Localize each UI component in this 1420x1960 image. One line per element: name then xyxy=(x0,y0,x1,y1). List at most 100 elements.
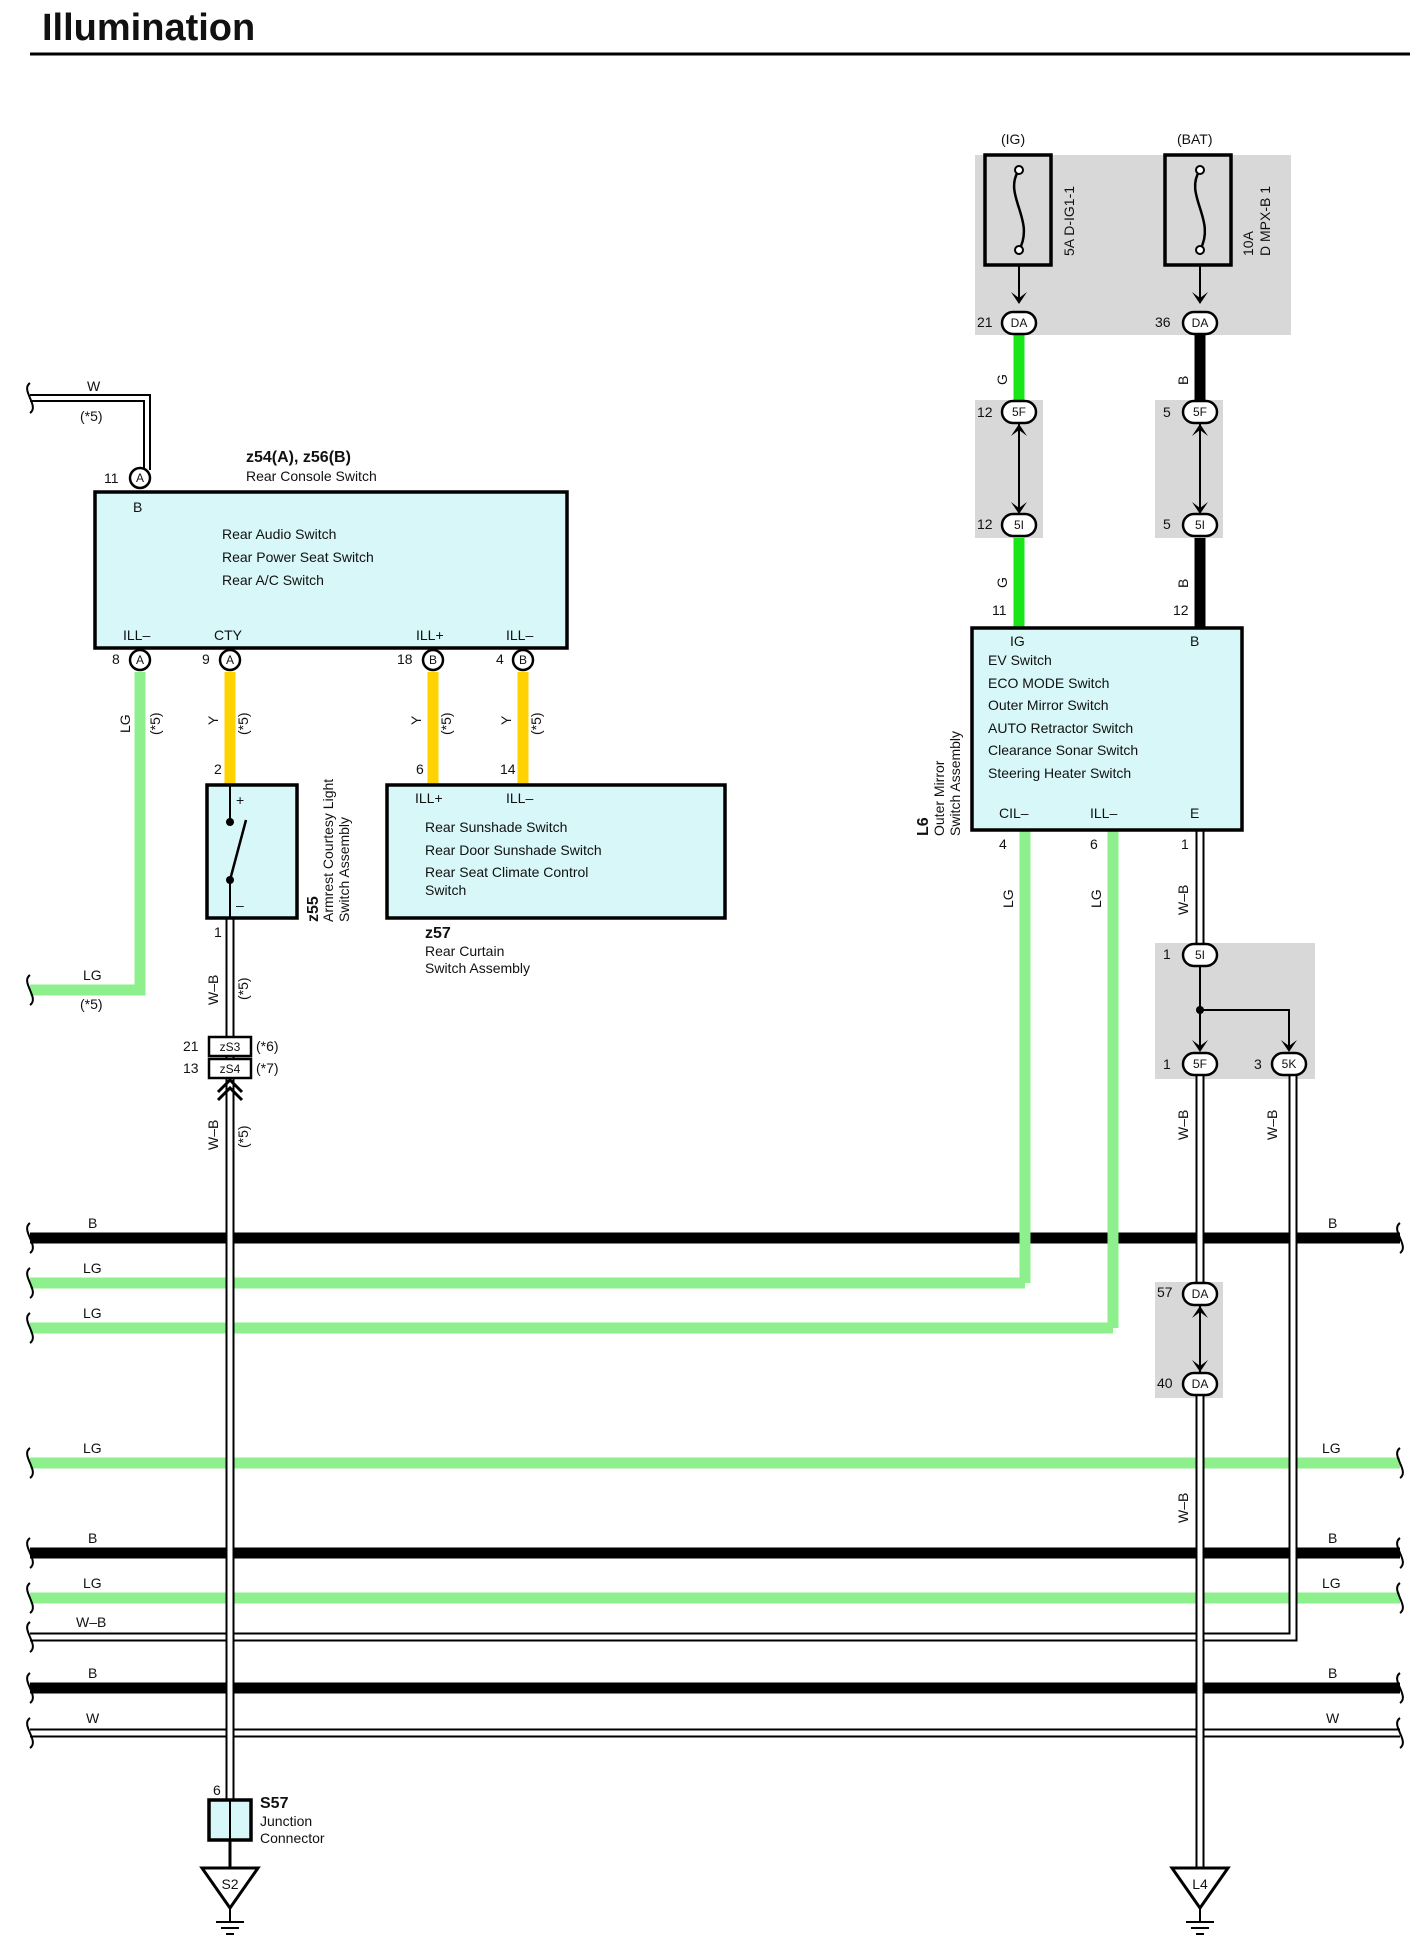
svg-text:CIL–: CIL– xyxy=(999,805,1029,821)
wb-split-branch xyxy=(1200,1009,1290,1050)
outer-mirror-line: Clearance Sonar Switch xyxy=(988,742,1138,758)
armrest-name1: Armrest Courtesy Light xyxy=(320,779,336,922)
svg-text:B: B xyxy=(88,1215,97,1231)
connector-arrows xyxy=(1011,292,1297,1372)
connector-5i1 xyxy=(1181,942,1219,968)
outer-mirror-line: Steering Heater Switch xyxy=(988,765,1131,781)
rear-console-line: Rear Power Seat Switch xyxy=(222,549,374,565)
svg-text:W–B: W–B xyxy=(76,1614,106,1630)
connector-da57 xyxy=(1181,1281,1219,1307)
svg-text:B: B xyxy=(88,1665,97,1681)
bus-wb-inner xyxy=(30,1070,1296,1640)
armrest-name2: Switch Assembly xyxy=(336,817,352,922)
svg-text:(*5): (*5) xyxy=(528,712,544,735)
svg-text:13: 13 xyxy=(183,1060,199,1076)
svg-text:LG: LG xyxy=(83,967,102,983)
bus-wires xyxy=(30,1070,1400,1738)
svg-text:1: 1 xyxy=(1181,836,1189,852)
armrest-courtesy-switch: 2 + – 1 z55 Armrest Courtesy Light Switc… xyxy=(205,761,352,940)
svg-text:12: 12 xyxy=(977,516,993,532)
svg-text:(*7): (*7) xyxy=(256,1060,279,1076)
svg-text:8: 8 xyxy=(112,651,120,667)
wire-break-marks xyxy=(26,382,1404,1749)
svg-text:+: + xyxy=(236,792,244,808)
svg-text:Y: Y xyxy=(205,715,221,725)
pin-circle xyxy=(421,648,445,672)
svg-text:DA: DA xyxy=(1011,316,1028,330)
pin-circle xyxy=(511,648,535,672)
fuse-block-shade xyxy=(975,155,1291,335)
svg-text:B: B xyxy=(1190,633,1199,649)
ground-left: S2 xyxy=(199,1866,261,1935)
svg-text:9: 9 xyxy=(202,651,210,667)
zs-connectors: 21 zS3 (*6) 13 zS4 (*7) xyxy=(183,1035,279,1102)
fuse-bat-element-icon xyxy=(1193,169,1207,251)
vertical-wires xyxy=(30,265,1290,1868)
svg-text:1: 1 xyxy=(1163,1056,1171,1072)
svg-text:Junction: Junction xyxy=(260,1813,312,1829)
svg-text:21: 21 xyxy=(977,314,993,330)
svg-text:ILL–: ILL– xyxy=(1090,805,1117,821)
svg-text:B: B xyxy=(1328,1665,1337,1681)
connector-da36 xyxy=(1181,310,1219,336)
fuse-bat-rating: 10A xyxy=(1240,230,1256,256)
svg-text:4: 4 xyxy=(999,836,1007,852)
svg-text:(*5): (*5) xyxy=(235,712,251,735)
svg-text:12: 12 xyxy=(977,404,993,420)
svg-text:ILL–: ILL– xyxy=(506,790,533,806)
svg-text:G: G xyxy=(994,374,1010,385)
fuse-bat-name: D MPX-B 1 xyxy=(1257,186,1273,256)
outer-mirror-line: AUTO Retractor Switch xyxy=(988,720,1133,736)
svg-text:(*5): (*5) xyxy=(80,408,103,424)
svg-text:3: 3 xyxy=(1254,1056,1262,1072)
rear-console-term: ILL+ xyxy=(416,627,444,643)
rear-curtain-name2: Switch Assembly xyxy=(425,960,530,976)
svg-text:W: W xyxy=(87,378,101,394)
page-title: Illumination xyxy=(42,7,255,49)
svg-text:A: A xyxy=(136,471,144,485)
svg-text:(*5): (*5) xyxy=(235,977,251,1000)
svg-text:B: B xyxy=(1328,1215,1337,1231)
switch-lever-icon xyxy=(228,819,248,881)
svg-text:57: 57 xyxy=(1157,1284,1173,1300)
svg-text:1: 1 xyxy=(1163,946,1171,962)
svg-text:B: B xyxy=(429,653,437,667)
rear-console-term: ILL– xyxy=(123,627,150,643)
connector-da40 xyxy=(1181,1371,1219,1397)
svg-text:zS4: zS4 xyxy=(220,1062,241,1076)
rear-console-name: Rear Console Switch xyxy=(246,468,377,484)
pin-circle xyxy=(128,466,152,490)
svg-text:W: W xyxy=(86,1710,100,1726)
rear-curtain-line: Rear Sunshade Switch xyxy=(425,819,567,835)
svg-text:LG: LG xyxy=(83,1440,102,1456)
rear-console-switch: z54(A), z56(B) Rear Console Switch Rear … xyxy=(93,449,569,650)
pin-circle xyxy=(218,648,242,672)
svg-text:DA: DA xyxy=(1192,316,1209,330)
svg-text:A: A xyxy=(226,653,234,667)
svg-text:B: B xyxy=(1328,1530,1337,1546)
armrest-pin-bottom: 1 xyxy=(214,924,222,940)
svg-text:W–B: W–B xyxy=(205,1120,221,1150)
svg-text:Y: Y xyxy=(408,715,424,725)
svg-text:(*5): (*5) xyxy=(80,996,103,1012)
fuse-ig-source-label: (IG) xyxy=(1001,131,1025,147)
svg-text:(*5): (*5) xyxy=(235,1125,251,1148)
rear-curtain-line: Rear Seat Climate Control xyxy=(425,864,588,880)
svg-text:L4: L4 xyxy=(1192,1876,1208,1892)
outer-mirror-line: EV Switch xyxy=(988,652,1052,668)
fuse-ig-element-icon xyxy=(1012,169,1026,251)
svg-text:Connector: Connector xyxy=(260,1830,325,1846)
svg-text:W–B: W–B xyxy=(1175,1493,1191,1523)
svg-text:6: 6 xyxy=(416,761,424,777)
svg-text:5: 5 xyxy=(1163,516,1171,532)
svg-text:LG: LG xyxy=(1322,1575,1341,1591)
rear-console-term: CTY xyxy=(214,627,243,643)
svg-text:(*5): (*5) xyxy=(147,712,163,735)
rear-curtain-line: Switch xyxy=(425,882,466,898)
svg-text:5I: 5I xyxy=(1014,518,1024,532)
lg-wire-pin8 xyxy=(30,672,146,996)
svg-text:6: 6 xyxy=(1090,836,1098,852)
svg-text:E: E xyxy=(1190,805,1199,821)
svg-text:W–B: W–B xyxy=(1175,885,1191,915)
connector-zs3 xyxy=(207,1035,253,1058)
